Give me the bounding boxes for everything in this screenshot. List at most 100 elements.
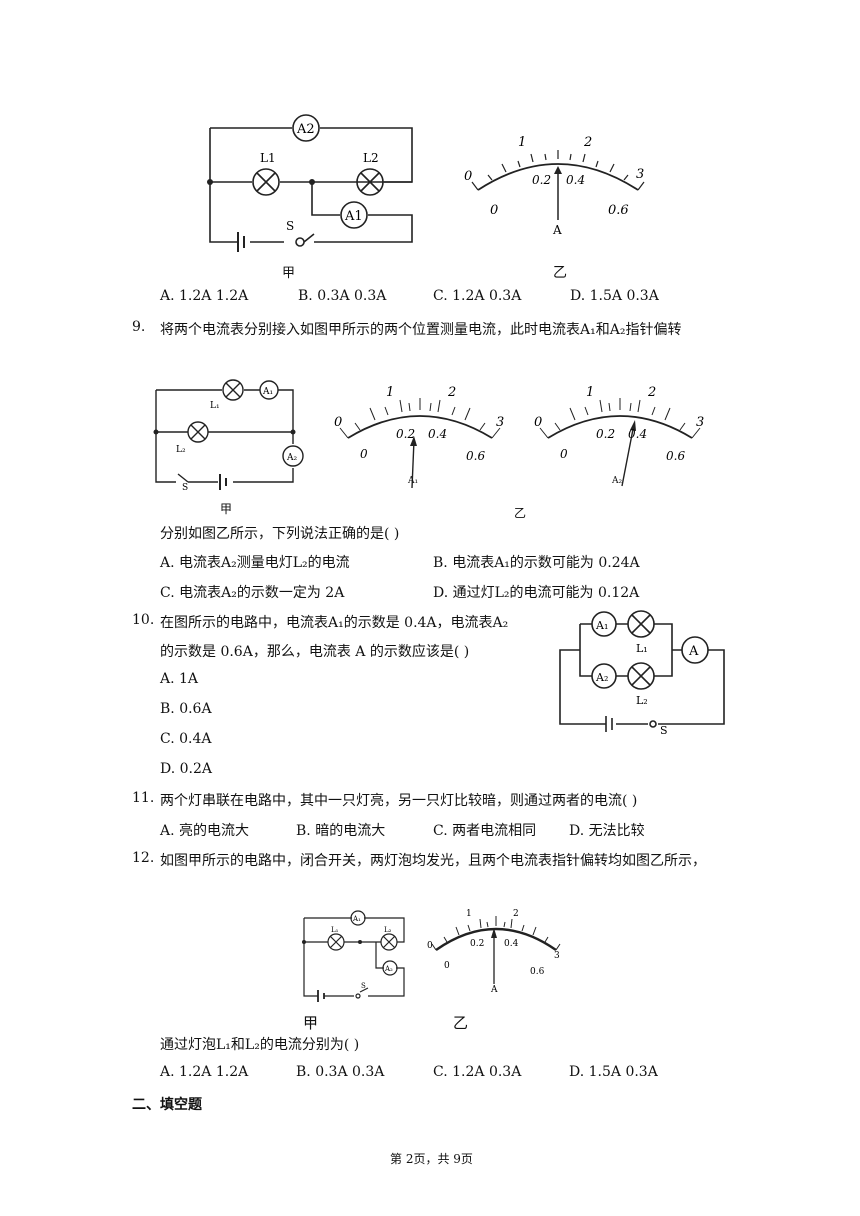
q8-meter-bottom-0: 0: [490, 203, 498, 218]
svg-text:0.4: 0.4: [428, 427, 447, 441]
page-footer: 第 2页，共 9页: [390, 1152, 473, 1166]
svg-text:0.4: 0.4: [628, 427, 647, 441]
q8-ammeter-a1-label: A1: [344, 209, 363, 224]
q11-option-b: B. 暗的电流大: [296, 823, 386, 839]
q11-option-d: D. 无法比较: [569, 823, 645, 839]
q12-circuit-svg: A₁ A₂ L₁ L₂ S: [302, 910, 405, 1002]
q12-option-b: B. 0.3A 0.3A: [296, 1064, 385, 1080]
svg-text:1: 1: [466, 909, 472, 919]
q9-meter-a1-name: A₁: [408, 476, 419, 486]
svg-text:S: S: [182, 483, 188, 492]
svg-text:3: 3: [554, 951, 560, 961]
q12-option-c: C. 1.2A 0.3A: [433, 1064, 522, 1080]
svg-text:0.2: 0.2: [396, 427, 415, 441]
svg-text:A₂: A₂: [595, 671, 608, 684]
svg-text:0: 0: [334, 415, 342, 430]
q12-fig-right-label: 乙: [453, 1014, 469, 1032]
q8-fig-right-label: 乙: [553, 265, 567, 281]
q8-meter-top-0: 0: [464, 169, 472, 184]
svg-text:2: 2: [447, 385, 456, 400]
svg-text:0.4: 0.4: [504, 939, 519, 949]
q12-stem-line1: 如图甲所示的电路中，闭合开关，两灯泡均发光，且两个电流表指针偏转均如图乙所示，: [160, 853, 706, 869]
q12-number: 12.: [132, 850, 155, 866]
q12-stem-line2: 通过灯泡L₁和L₂的电流分别为( ): [160, 1037, 360, 1053]
q8-meter-top-3: 3: [636, 167, 644, 182]
svg-text:A₂: A₂: [286, 453, 297, 463]
q9-meter-a1: 0 1 2 3 0 0.2 0.4 0.6 A₁: [330, 380, 510, 495]
svg-text:3: 3: [496, 415, 504, 430]
q8-circuit-figure: A2 A1 L1 L2 S: [200, 110, 420, 260]
svg-text:A₁: A₁: [352, 915, 361, 923]
svg-text:0.6: 0.6: [466, 449, 485, 463]
q8-switch-label: S: [286, 219, 294, 233]
svg-text:1: 1: [586, 385, 594, 400]
svg-text:0.2: 0.2: [470, 939, 484, 949]
svg-text:0: 0: [560, 447, 568, 461]
svg-text:S: S: [361, 982, 366, 990]
q11-option-a: A. 亮的电流大: [160, 823, 250, 839]
q8-option-b: B. 0.3A 0.3A: [298, 288, 387, 304]
q9-meter-a2-svg: 01 23 00.2 0.40.6: [534, 385, 704, 487]
svg-text:L₂: L₂: [176, 445, 186, 455]
q8-ammeter-a2-label: A2: [296, 122, 315, 137]
section-heading-fill-in: 二、填空题: [132, 1097, 202, 1113]
q9-meter-a2-name: A₂: [612, 476, 623, 486]
q9-fig-right-label: 乙: [514, 506, 527, 520]
svg-text:L₂: L₂: [636, 694, 648, 707]
svg-text:A: A: [490, 985, 498, 994]
q10-stem-line2: 的示数是 0.6A，那么，电流表 A 的示数应该是( ): [160, 644, 470, 660]
q9-option-c: C. 电流表A₂的示数一定为 2A: [160, 585, 345, 601]
svg-text:1: 1: [386, 385, 394, 400]
q8-meter-bottom-1: 0.2: [532, 173, 551, 187]
q9-stem-line1: 将两个电流表分别接入如图甲所示的两个位置测量电流，此时电流表A₁和A₂指针偏转: [160, 322, 682, 338]
svg-text:2: 2: [647, 385, 656, 400]
svg-text:0: 0: [534, 415, 542, 430]
q12-option-d: D. 1.5A 0.3A: [569, 1064, 658, 1080]
q8-fig-left-label: 甲: [282, 266, 296, 281]
q12-option-a: A. 1.2A 1.2A: [160, 1064, 249, 1080]
q8-meter-svg: 0 1 2 3 0 0.2 0.4 0.6 A: [464, 135, 645, 237]
q10-number: 10.: [132, 612, 155, 628]
q12-meter-svg: 01 23 00.2 0.40.6 A: [427, 909, 561, 995]
q12-fig-left-label: 甲: [303, 1014, 319, 1032]
q11-number: 11.: [132, 790, 155, 806]
q9-meter-a1-svg: 0 1 2 3 0 0.2 0.4 0.6: [334, 385, 504, 489]
q10-stem-line1: 在图所示的电路中，电流表A₁的示数是 0.4A，电流表A₂: [160, 615, 509, 631]
q9-stem-line2: 分别如图乙所示，下列说法正确的是( ): [160, 526, 400, 542]
q12-circuit-figure: A₁ A₂ L₁ L₂ S: [298, 908, 410, 1003]
q8-meter-bottom-2: 0.4: [566, 173, 585, 187]
svg-text:0: 0: [360, 447, 368, 461]
q9-circuit-figure: A₁ A₂ L₁ L₂ S: [148, 372, 308, 493]
svg-text:L₁: L₁: [331, 926, 339, 934]
q9-option-b: B. 电流表A₁的示数可能为 0.24A: [433, 555, 640, 571]
q10-option-d: D. 0.2A: [160, 761, 213, 777]
q8-meter-bottom-3: 0.6: [608, 203, 629, 218]
svg-text:A₂: A₂: [384, 965, 393, 973]
q9-option-a: A. 电流表A₂测量电灯L₂的电流: [160, 555, 350, 571]
svg-text:S: S: [660, 724, 668, 736]
q9-circuit-svg: A₁ A₂ L₁ L₂ S: [153, 379, 304, 493]
q8-lamp-l1-label: L1: [260, 151, 276, 165]
q8-option-c: C. 1.2A 0.3A: [433, 288, 522, 304]
svg-text:0.6: 0.6: [666, 449, 685, 463]
q8-option-d: D. 1.5A 0.3A: [570, 288, 659, 304]
svg-text:3: 3: [696, 415, 704, 430]
svg-text:A₁: A₁: [262, 387, 273, 397]
svg-text:L₂: L₂: [384, 926, 392, 934]
q8-meter-top-1: 1: [518, 135, 526, 150]
q8-meter-letter: A: [552, 223, 562, 237]
q9-option-d: D. 通过灯L₂的电流可能为 0.12A: [433, 585, 640, 601]
q10-option-c: C. 0.4A: [160, 731, 212, 747]
svg-text:0: 0: [444, 961, 450, 971]
q11-stem: 两个灯串联在电路中，其中一只灯亮，另一只灯比较暗，则通过两者的电流( ): [160, 793, 638, 809]
svg-text:L₁: L₁: [636, 642, 648, 655]
svg-text:A₁: A₁: [595, 619, 608, 632]
svg-text:L₁: L₁: [210, 401, 220, 411]
svg-text:0: 0: [427, 941, 433, 951]
q11-option-c: C. 两者电流相同: [433, 823, 537, 839]
q10-option-a: A. 1A: [160, 671, 199, 687]
q8-meter-figure: 0 1 2 3 0 0.2 0.4 0.6 A: [458, 128, 658, 238]
q9-fig-left-label: 甲: [220, 502, 233, 516]
